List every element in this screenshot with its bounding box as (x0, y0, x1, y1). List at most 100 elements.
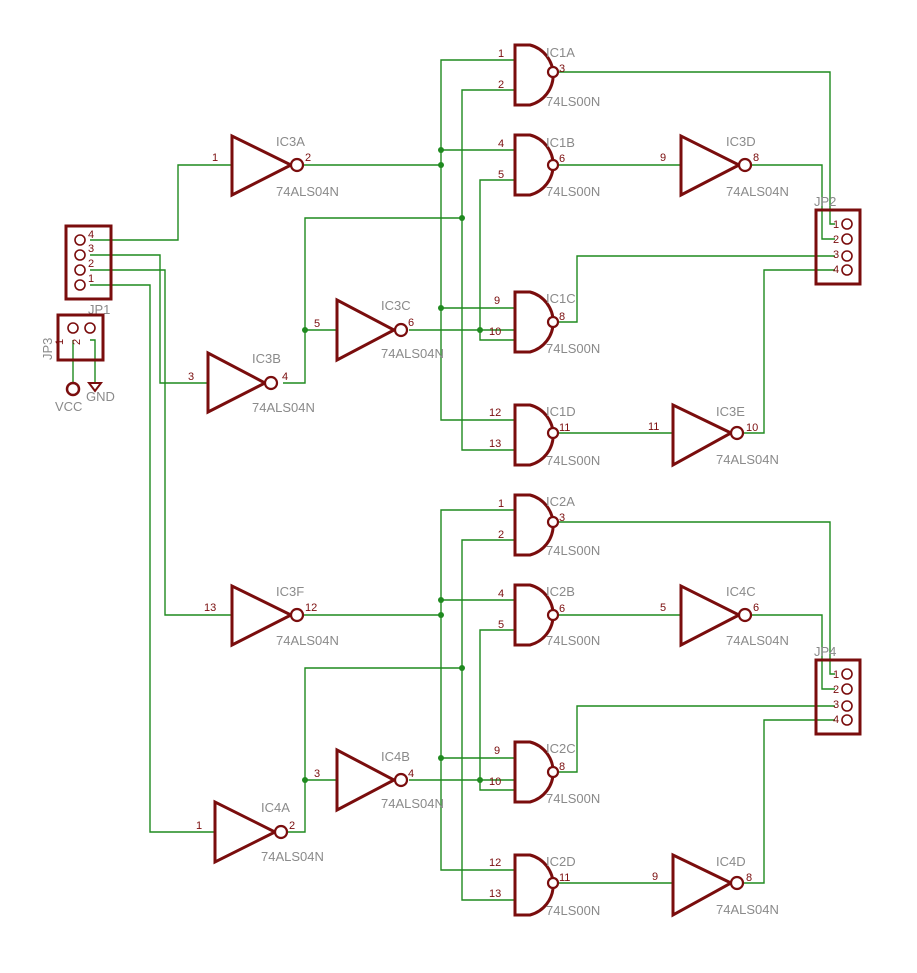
pin-label: 3 (188, 371, 194, 383)
part-name: IC3A (276, 134, 305, 149)
pin-label: 6 (408, 317, 414, 329)
pin-label: 2 (71, 339, 83, 345)
part-name: IC2D (546, 854, 576, 869)
pin-label: 8 (559, 761, 565, 773)
part-name: IC4D (716, 854, 746, 869)
nand-gate-ic2a: 1 2 3 IC2A 74LS00N (498, 493, 600, 558)
part-name: IC3F (276, 584, 304, 599)
pin-label: 1 (54, 339, 66, 345)
pin-label: 3 (833, 699, 839, 711)
part-value: 74LS00N (546, 341, 600, 356)
part-name: IC4C (726, 584, 756, 599)
pin-label: 1 (498, 498, 504, 510)
inverter-ic4c: 5 6 IC4C 74ALS04N (660, 583, 789, 648)
part-name: IC1D (546, 404, 576, 419)
part-value: 74ALS04N (252, 400, 315, 415)
part-name: IC3B (252, 351, 281, 366)
pin-label: 3 (314, 768, 320, 780)
nand-gate-ic2d: 12 13 11 IC2D 74LS00N (489, 853, 600, 918)
part-name: JP1 (88, 302, 110, 317)
inverter-ic3a: 1 2 IC3A 74ALS04N (212, 133, 339, 199)
inverter-ic3c: 5 6 IC3C 74ALS04N (314, 297, 444, 363)
part-name: IC1C (546, 291, 576, 306)
connectors: 4 3 2 1 JP1 1 2 3 4 JP2 1 2 (40, 194, 862, 736)
pin-label: 1 (833, 669, 839, 681)
connector-jp2: 1 2 3 4 JP2 (814, 194, 862, 286)
part-name: JP3 (40, 338, 55, 360)
part-value: 74ALS04N (261, 849, 324, 864)
nand-gate-ic1b: 4 5 6 IC1B 74LS00N (498, 133, 600, 199)
part-name: IC3C (381, 298, 411, 313)
inverter-ic4a: 1 2 IC4A 74ALS04N (196, 799, 324, 865)
pin-label: 11 (559, 422, 570, 434)
pin-label: 1 (196, 820, 202, 832)
pin-label: 10 (489, 326, 501, 338)
part-value: 74ALS04N (381, 796, 444, 811)
part-name: IC2A (546, 494, 575, 509)
pin-label: 2 (833, 684, 839, 696)
part-value: 74ALS04N (276, 184, 339, 199)
pin-label: 10 (489, 776, 501, 788)
pin-label: 12 (305, 602, 317, 614)
nand-gate-ic1c: 9 10 8 IC1C 74LS00N (489, 290, 600, 356)
pin-label: 5 (660, 602, 666, 614)
pin-label: 4 (282, 371, 288, 383)
pin-label: 2 (289, 820, 295, 832)
part-value: 74ALS04N (716, 452, 779, 467)
pin-label: 6 (753, 602, 759, 614)
part-value: 74LS00N (546, 791, 600, 806)
pin-label: 3 (559, 512, 565, 524)
nand-gate-ic2b: 4 5 6 IC2B 74LS00N (498, 583, 600, 648)
nand-gate-ic2c: 9 10 8 IC2C 74LS00N (489, 740, 600, 806)
pin-label: 1 (498, 48, 504, 60)
pin-label: 8 (753, 152, 759, 164)
nand-gate-ic1a: 1 2 3 IC1A 74LS00N (498, 43, 600, 109)
part-value: 74LS00N (546, 453, 600, 468)
pin-label: 4 (88, 229, 94, 241)
gnd-symbol: GND (86, 382, 115, 404)
vcc-symbol: VCC (55, 381, 82, 414)
pin-label: 3 (559, 63, 565, 75)
inverters: 1 2 IC3A 74ALS04N 3 4 IC3B 74ALS04N 5 6 … (188, 133, 789, 918)
vcc-label: VCC (55, 399, 82, 414)
inverter-ic3f: 13 12 IC3F 74ALS04N (204, 583, 339, 648)
part-name: IC1A (546, 45, 575, 60)
pin-label: 5 (498, 169, 504, 181)
part-name: IC4A (261, 800, 290, 815)
pin-label: 6 (559, 153, 565, 165)
part-value: 74LS00N (546, 633, 600, 648)
pin-label: 8 (746, 872, 752, 884)
nand-gate-ic1d: 12 13 11 IC1D 74LS00N (489, 403, 600, 468)
part-value: 74LS00N (546, 543, 600, 558)
connector-jp1: 4 3 2 1 JP1 (64, 224, 113, 317)
inverter-ic3b: 3 4 IC3B 74ALS04N (188, 350, 315, 415)
pin-label: 6 (559, 603, 565, 615)
part-name: IC2C (546, 741, 576, 756)
pin-label: 9 (494, 295, 500, 307)
part-value: 74ALS04N (716, 902, 779, 917)
part-name: JP4 (814, 644, 836, 659)
connector-jp4: 1 2 3 4 JP4 (814, 644, 862, 736)
pin-label: 2 (498, 79, 504, 91)
pin-label: 2 (305, 152, 311, 164)
part-value: 74LS00N (546, 903, 600, 918)
inverter-ic4d: 9 8 IC4D 74ALS04N (652, 852, 779, 918)
pin-label: 5 (498, 619, 504, 631)
part-name: JP2 (814, 194, 836, 209)
pin-label: 12 (489, 407, 501, 419)
inverter-ic3e: 11 10 IC3E 74ALS04N (648, 402, 779, 468)
pin-label: 4 (833, 714, 839, 726)
pin-label: 8 (559, 311, 565, 323)
pin-label: 4 (408, 768, 414, 780)
part-value: 74ALS04N (276, 633, 339, 648)
pin-label: 12 (489, 857, 501, 869)
wires (72, 59, 835, 901)
part-value: 74LS00N (546, 94, 600, 109)
pin-label: 3 (88, 243, 94, 255)
pin-label: 2 (498, 529, 504, 541)
pin-label: 13 (489, 888, 501, 900)
power-symbols: VCC GND (55, 381, 115, 414)
part-name: IC3D (726, 134, 756, 149)
part-name: IC4B (381, 749, 410, 764)
